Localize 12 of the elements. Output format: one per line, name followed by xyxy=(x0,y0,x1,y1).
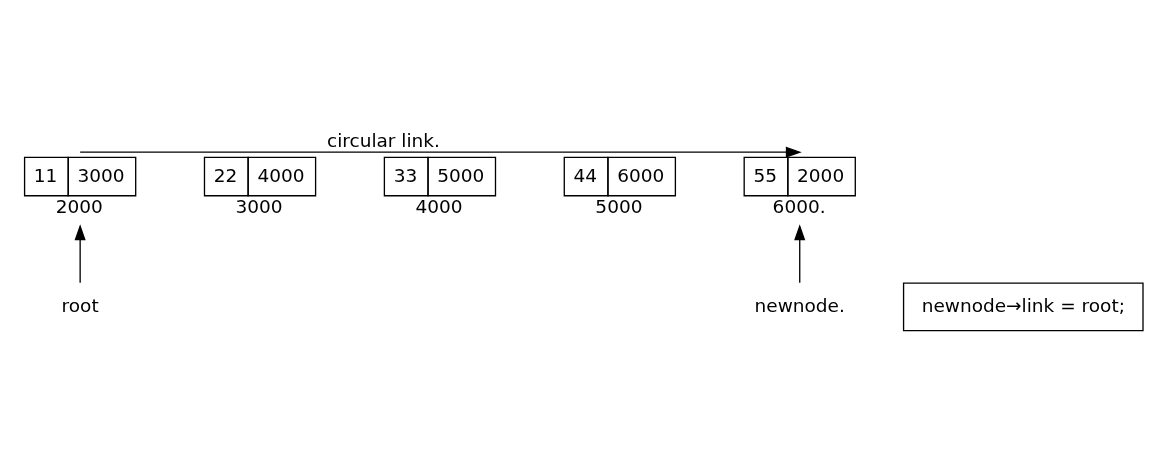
arrow xyxy=(794,223,806,283)
node-text: newnode. xyxy=(754,294,845,316)
arrow xyxy=(74,223,86,283)
node-label: 3000 xyxy=(235,195,283,217)
node-label: 4000 xyxy=(415,195,463,217)
edge-label: circular link. xyxy=(326,129,440,151)
node-label: 6000. xyxy=(772,195,826,217)
node-label: 5000 xyxy=(595,195,643,217)
node-box: newnode→link = root; xyxy=(902,281,1144,331)
arrow xyxy=(79,146,802,158)
node-text: root xyxy=(61,294,99,316)
node-label: 2000 xyxy=(55,195,103,217)
